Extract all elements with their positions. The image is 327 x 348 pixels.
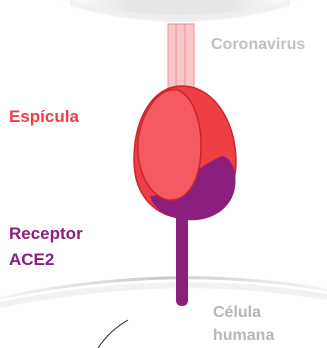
receptor-label: Receptor ACE2 (9, 221, 83, 273)
cell-inner-line (98, 320, 128, 348)
cell-label: Célula humana (213, 301, 274, 347)
receptor-label-line-1: Receptor (9, 221, 83, 247)
receptor-label-line-2: ACE2 (9, 247, 83, 273)
receptor-stem (176, 218, 188, 306)
coronavirus-label: Coronavirus (211, 36, 305, 54)
cell-label-line-2: humana (213, 324, 274, 347)
spike-label: Espícula (9, 107, 79, 127)
cell-label-line-1: Célula (213, 301, 274, 324)
